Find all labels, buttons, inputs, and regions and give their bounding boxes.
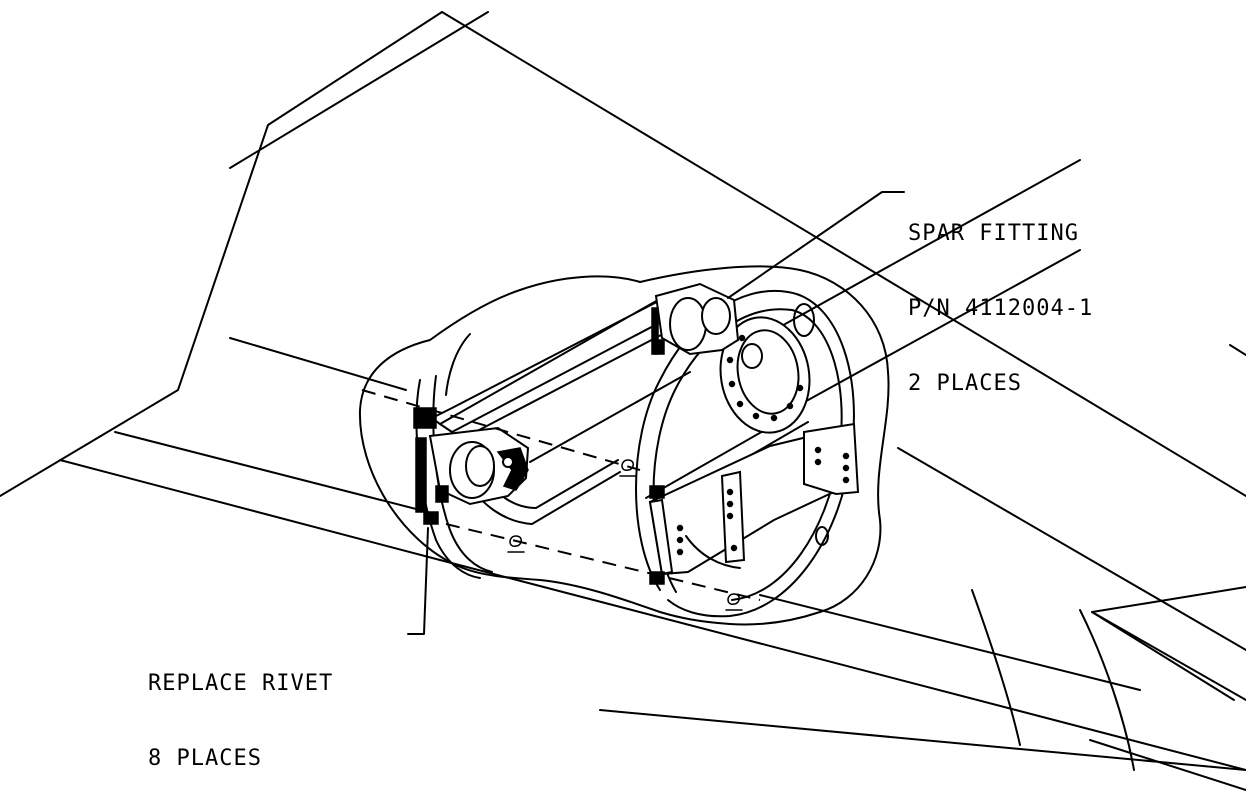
right-spar-fitting	[651, 282, 740, 356]
rivet-places-label: 8 PLACES	[148, 746, 262, 771]
rivet-marks	[507, 459, 829, 611]
hidden-lines	[361, 389, 761, 601]
fuselage-outline	[0, 11, 1246, 771]
replace-rivet-callout: REPLACE RIVET 8 PLACES	[148, 621, 333, 796]
spar-fitting-places-label: 2 PLACES	[908, 371, 1022, 396]
replace-rivet-label: REPLACE RIVET	[148, 671, 334, 696]
part-number-label: P/N 4112004-1	[908, 296, 1094, 321]
cutaway-outline	[358, 265, 890, 626]
left-spar-fitting	[413, 407, 530, 525]
spar-fitting-callout: SPAR FITTING P/N 4112004-1 2 PLACES	[908, 171, 1093, 421]
torque-tube	[719, 159, 1081, 434]
leader-lines	[407, 191, 905, 635]
floor-lines	[59, 337, 1246, 791]
spar-fitting-label: SPAR FITTING	[908, 221, 1079, 246]
